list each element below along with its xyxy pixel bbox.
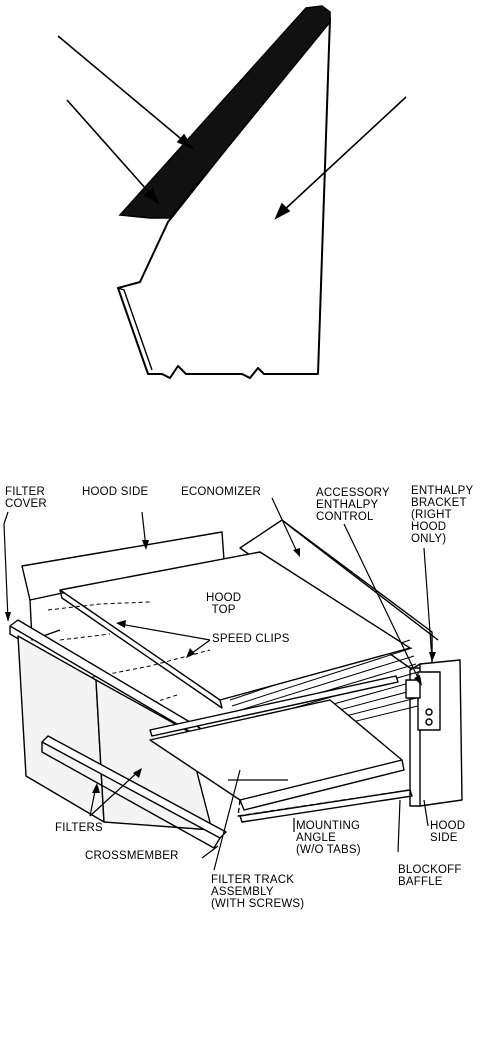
label-enthalpy-bracket: ENTHALPY BRACKET (RIGHT HOOD ONLY) [411, 485, 474, 545]
label-accessory-enthalpy-control: ACCESSORY ENTHALPY CONTROL [316, 487, 390, 523]
label-speed-clips: SPEED CLIPS [212, 633, 290, 645]
assembly-leader-lines [3, 497, 433, 871]
label-filters: FILTERS [55, 822, 103, 834]
hood-side-flange [117, 287, 153, 371]
enthalpy-bracket [417, 671, 441, 731]
filter-cover-strip [118, 5, 331, 219]
enthalpy-control [405, 679, 421, 699]
label-hood-side-right: HOOD SIDE [430, 820, 466, 844]
label-mounting-angle: MOUNTING ANGLE (W/O TABS) [296, 820, 361, 856]
detail-leader-arrows [57, 35, 407, 220]
label-blockoff-baffle: BLOCKOFF BAFFLE [398, 864, 462, 888]
label-crossmember: CROSSMEMBER [85, 850, 179, 862]
label-hood-side-top: HOOD SIDE [82, 486, 149, 498]
blockoff-baffle-panel [149, 675, 399, 737]
label-hood-top: HOOD TOP [206, 592, 242, 616]
filter-cover-bar [9, 619, 201, 735]
hood-top-panel [59, 551, 411, 701]
hood-side-panel [117, 17, 331, 379]
label-economizer: ECONOMIZER [181, 486, 261, 498]
mounting-angle-bar [239, 789, 413, 823]
label-filter-track-assembly: FILTER TRACK ASSEMBLY (WITH SCREWS) [211, 874, 305, 910]
label-filter-cover: FILTER COVER [5, 486, 47, 510]
crossmember-bar [41, 735, 227, 839]
